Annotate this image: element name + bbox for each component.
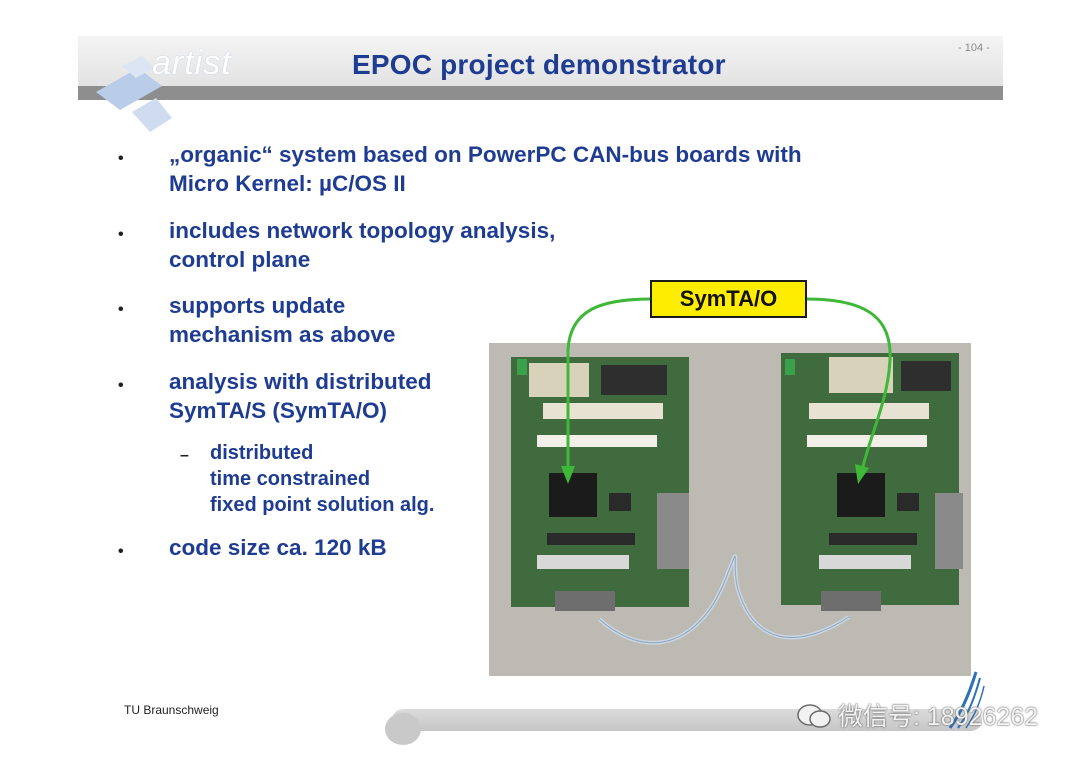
wechat-icon xyxy=(797,704,831,728)
slide-title: EPOC project demonstrator xyxy=(352,49,726,80)
board-photo xyxy=(489,343,971,676)
footer-institution: TU Braunschweig xyxy=(124,703,219,717)
logo-text: artist xyxy=(152,44,232,82)
footer-bar xyxy=(392,709,982,731)
watermark-text: 微信号: 18926262 xyxy=(838,703,1039,731)
footer-knob xyxy=(385,713,421,745)
page-number: - 104 - xyxy=(958,42,990,54)
symta-label: SymTA/O xyxy=(650,280,807,318)
footer-logo xyxy=(948,671,985,729)
artist-logo xyxy=(96,56,172,132)
header-underline xyxy=(78,86,1003,100)
header-bar xyxy=(78,36,1003,88)
